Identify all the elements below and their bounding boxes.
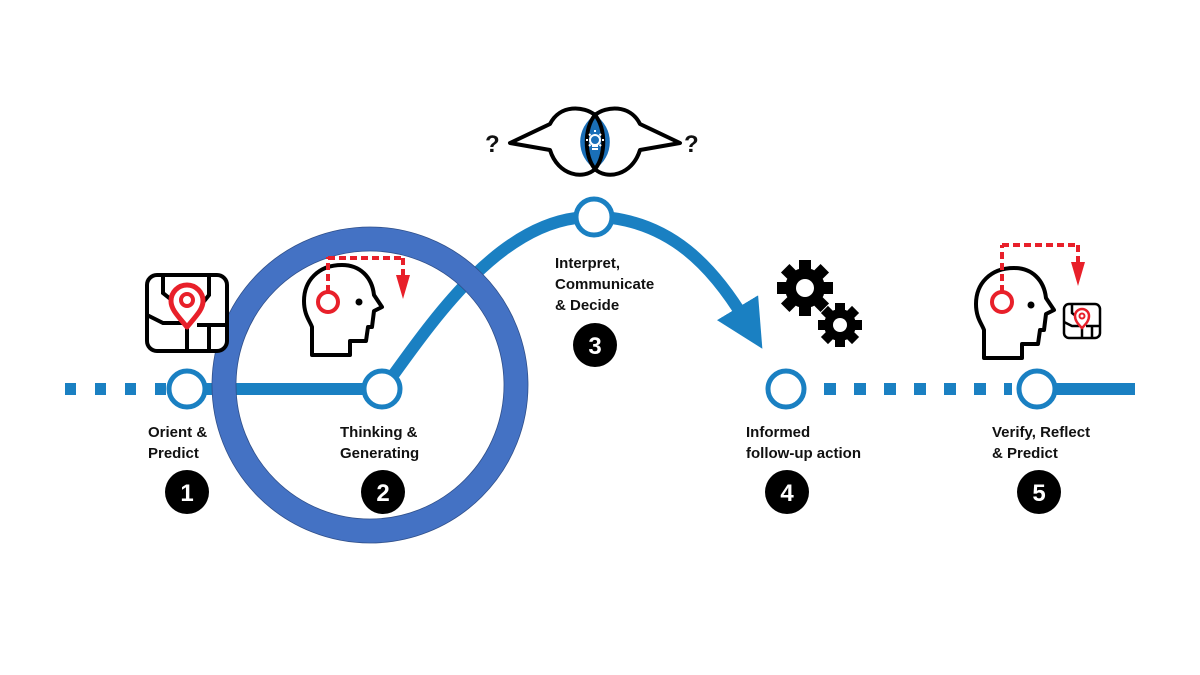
svg-text:3: 3 [588,333,601,360]
svg-text:Orient &: Orient & [148,424,207,441]
svg-text:2: 2 [376,480,389,507]
svg-text:Interpret,: Interpret, [555,255,620,272]
track-arrow-3-4 [611,212,763,349]
head-thinking-icon [302,256,410,357]
step-3-badge: 3 [573,323,617,367]
svg-text:& Predict: & Predict [992,445,1058,462]
question-mark-right: ? [684,131,699,158]
node-1[interactable] [166,368,208,410]
thinking-loop-ring [212,227,528,543]
svg-text:follow-up action: follow-up action [746,445,861,462]
svg-text:Generating: Generating [340,445,419,462]
step-3-label: Interpret, Communicate & Decide [555,255,654,314]
svg-text:4: 4 [780,480,794,507]
node-4[interactable] [765,368,807,410]
node-2[interactable] [361,368,403,410]
step-5-badge: 5 [1017,470,1061,514]
svg-text:5: 5 [1032,480,1045,507]
question-mark-left: ? [485,131,500,158]
venn-lightbulb-icon [508,106,682,177]
gear-small-icon [818,303,862,347]
head-map-icon [974,243,1102,360]
svg-text:& Decide: & Decide [555,297,619,314]
step-1-badge: 1 [165,470,209,514]
node-5[interactable] [1016,368,1058,410]
step-1-label: Orient & Predict [148,424,207,462]
map-pin-icon [145,273,229,353]
svg-text:Communicate: Communicate [555,276,654,293]
node-3[interactable] [573,196,615,238]
step-2-badge: 2 [361,470,405,514]
loop-ring-outline-inner [235,250,505,520]
step-4-label: Informed follow-up action [746,424,861,462]
lightbulb-icon [586,130,604,150]
svg-text:Verify, Reflect: Verify, Reflect [992,424,1090,441]
svg-text:Informed: Informed [746,424,810,441]
step-4-badge: 4 [765,470,809,514]
small-map-pin-icon [1062,302,1102,340]
step-5-label: Verify, Reflect & Predict [992,424,1090,462]
svg-text:Predict: Predict [148,445,199,462]
loop-ring-outline-outer [211,226,529,544]
svg-text:1: 1 [180,480,193,507]
step-2-label: Thinking & Generating [340,424,419,462]
gears-icon [777,260,862,347]
gear-large-icon [777,260,833,316]
svg-text:Thinking &: Thinking & [340,424,418,441]
